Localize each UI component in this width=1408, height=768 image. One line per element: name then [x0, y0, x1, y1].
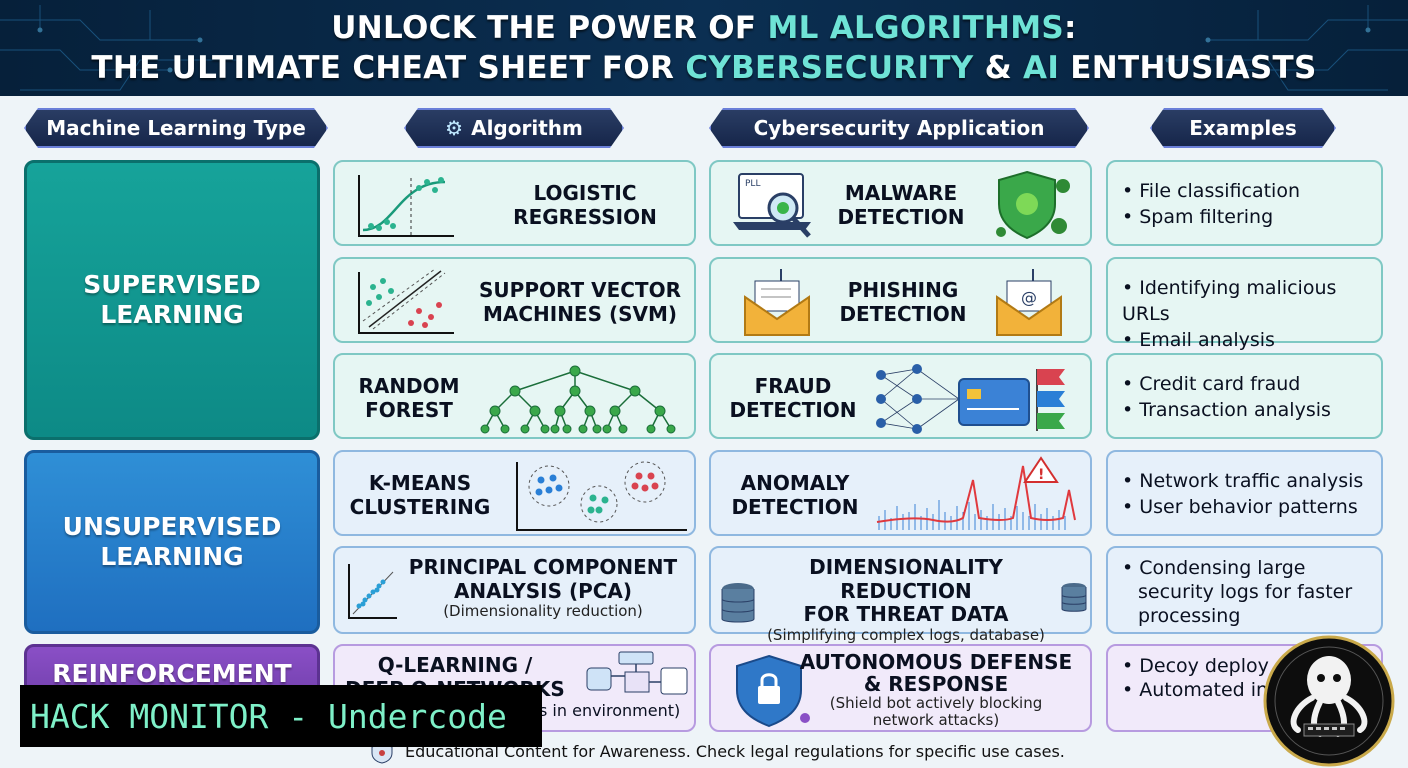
- example-item: Condensing large security logs for faste…: [1122, 556, 1375, 628]
- application-label: AUTONOMOUS DEFENSE& RESPONSE (Shield bot…: [797, 651, 1075, 730]
- examples-cell-fraud: Credit card fraud Transaction analysis: [1106, 353, 1383, 439]
- examples-list: Identifying malicious URLs Email analysi…: [1122, 275, 1375, 353]
- header-application-label: Cybersecurity Application: [753, 116, 1045, 140]
- example-item: Email analysis: [1122, 327, 1375, 353]
- svm-scatter-icon: [358, 268, 454, 334]
- clusters-chart-icon: [516, 461, 687, 531]
- application-sublabel: (Simplifying complex logs, database): [767, 625, 1045, 644]
- header-examples: Examples: [1150, 108, 1336, 148]
- algorithm-sublabel: s in environment): [539, 701, 681, 720]
- header-ml-type-label: Machine Learning Type: [46, 116, 306, 140]
- circuit-decoration-left: [0, 5, 243, 91]
- svg-text:!: !: [1038, 467, 1044, 483]
- example-item: Credit card fraud: [1122, 371, 1375, 397]
- type-supervised-line1: SUPERVISED: [83, 269, 261, 299]
- database-icon: [721, 583, 755, 623]
- type-supervised: SUPERVISED LEARNING: [24, 160, 320, 440]
- examples-cell-phishing: Identifying malicious URLs Email analysi…: [1106, 257, 1383, 351]
- examples-list: Network traffic analysis User behavior p…: [1122, 468, 1375, 520]
- svg-text:@: @: [1021, 288, 1037, 307]
- title-banner: UNLOCK THE POWER OF ML ALGORITHMS: THE U…: [0, 0, 1408, 96]
- neural-card-icon: [876, 364, 1065, 434]
- circuit-decoration-right: [1165, 5, 1408, 91]
- footer-disclaimer: Educational Content for Awareness. Check…: [405, 742, 1065, 761]
- hack-monitor-banner: HACK MONITOR - Undercode: [20, 685, 542, 747]
- pll-text: PLL: [745, 179, 760, 189]
- type-supervised-line2: LEARNING: [100, 300, 244, 329]
- sigmoid-chart-icon: [358, 175, 454, 237]
- anomaly-spike-chart-icon: !: [876, 456, 1076, 530]
- type-reinforcement-label: REINFORCEMENT: [52, 659, 292, 688]
- lock-shield-icon: [736, 654, 810, 728]
- example-item: Network traffic analysis: [1122, 468, 1375, 494]
- phishing-envelope-icon: [744, 269, 810, 336]
- application-cell-autonomous: AUTONOMOUS DEFENSE& RESPONSE (Shield bot…: [709, 644, 1092, 732]
- email-envelope-icon: @: [996, 269, 1062, 336]
- examples-list: File classification Spam filtering: [1122, 178, 1375, 230]
- type-unsupervised: UNSUPERVISED LEARNING: [24, 450, 320, 634]
- title-line-2: THE ULTIMATE CHEAT SHEET FOR CYBERSECURI…: [91, 50, 1317, 86]
- header-examples-label: Examples: [1189, 116, 1297, 140]
- network-gear-icon: ⚙: [445, 116, 464, 140]
- examples-cell-malware: File classification Spam filtering: [1106, 160, 1383, 246]
- laptop-magnifier-icon: PLL: [733, 173, 811, 238]
- example-item: User behavior patterns: [1122, 494, 1375, 520]
- examples-cell-anomaly: Network traffic analysis User behavior p…: [1106, 450, 1383, 536]
- header-application: Cybersecurity Application: [709, 108, 1089, 148]
- examples-list: Credit card fraud Transaction analysis: [1122, 371, 1375, 423]
- shield-badge-icon: [371, 742, 393, 764]
- octopus-logo-icon: [1263, 635, 1395, 767]
- virus-shield-icon: [996, 170, 1070, 240]
- database-small-icon: [1061, 583, 1087, 612]
- type-unsupervised-line1: UNSUPERVISED: [62, 511, 282, 541]
- example-item: Spam filtering: [1122, 204, 1375, 230]
- decision-tree-icon: [480, 365, 676, 434]
- header-ml-type: Machine Learning Type: [24, 108, 328, 148]
- title-line-1: UNLOCK THE POWER OF ML ALGORITHMS:: [331, 10, 1077, 46]
- example-item: File classification: [1122, 178, 1375, 204]
- header-algorithm-label: Algorithm: [471, 116, 583, 140]
- header-algorithm: ⚙ Algorithm: [404, 108, 624, 148]
- pca-scatter-icon: [348, 564, 397, 619]
- examples-cell-dimensionality: Condensing large security logs for faste…: [1106, 546, 1383, 634]
- example-item: Transaction analysis: [1122, 397, 1375, 423]
- application-sublabel: (Shield bot actively blocking network at…: [829, 694, 1043, 730]
- example-item: Identifying malicious URLs: [1122, 275, 1375, 327]
- type-unsupervised-line2: LEARNING: [100, 542, 244, 571]
- example-item: Decoy deploy: [1122, 654, 1375, 678]
- examples-list: Condensing large security logs for faste…: [1122, 556, 1375, 628]
- algorithm-sublabel: (Dimensionality reduction): [443, 602, 643, 621]
- agent-environment-icon: [586, 651, 688, 695]
